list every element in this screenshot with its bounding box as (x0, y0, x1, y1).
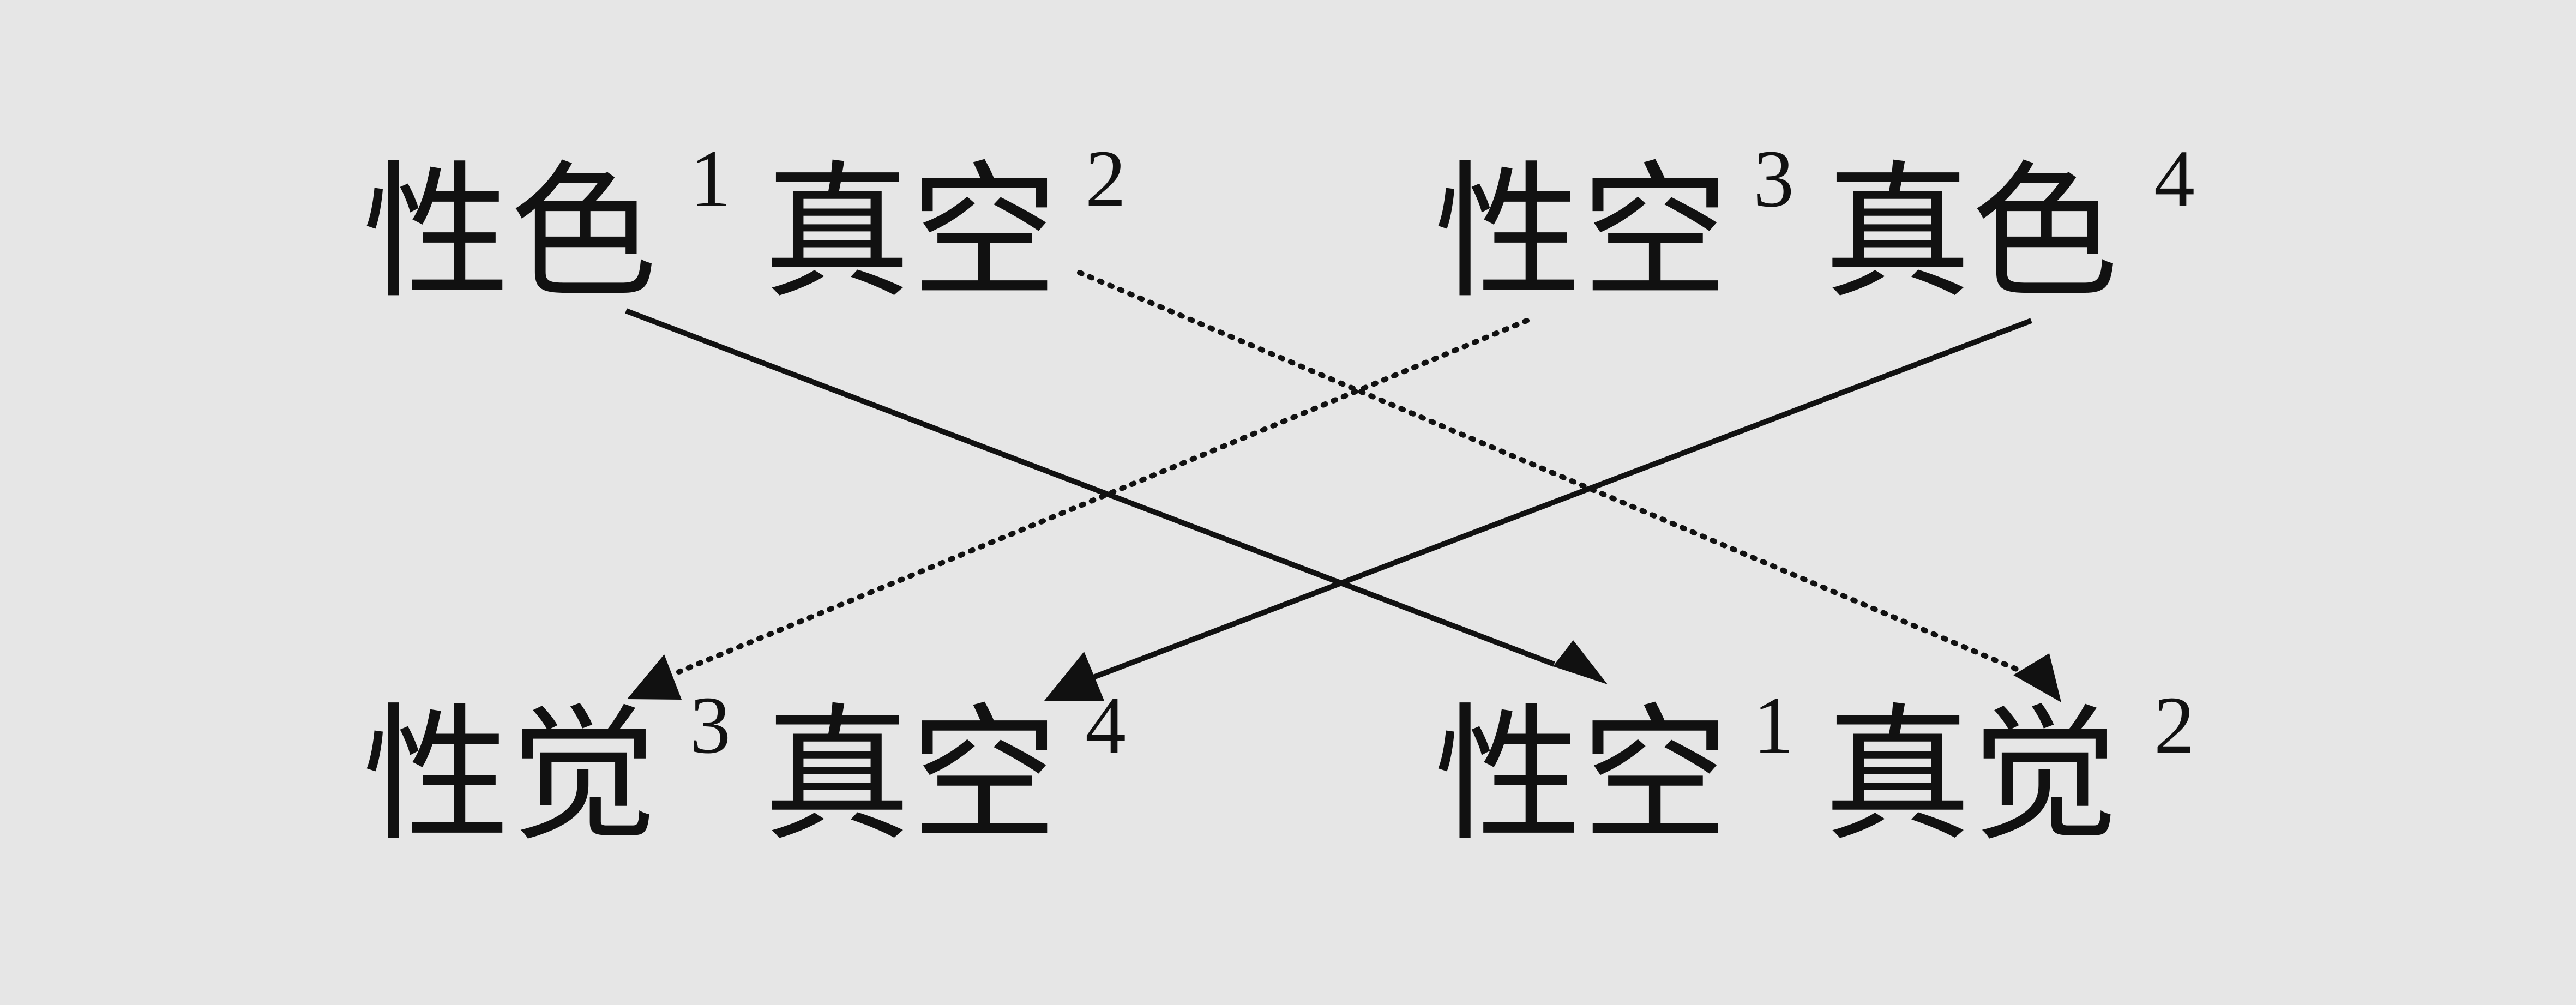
term-top-right-index2: 4 (2154, 134, 2195, 224)
arrow-3-to-3 (627, 318, 1530, 700)
arrow-4-to-4-line (1092, 318, 2032, 680)
term-top-left-index2: 2 (1085, 134, 1126, 224)
arrow-3-to-3-head-icon (627, 654, 682, 700)
term-top-right: 性空 3 真色 4 (1434, 134, 2195, 318)
arrow-2-to-2-head-icon (2013, 653, 2061, 702)
arrow-2-to-2-line (1077, 270, 2020, 672)
term-top-left-part2: 真空 (763, 147, 1058, 318)
term-top-left: 性色 1 真空 2 (363, 134, 1126, 318)
term-bottom-left: 性觉 3 真空 4 (363, 680, 1126, 861)
term-bottom-left-part2: 真空 (763, 689, 1058, 861)
term-bottom-left-index1: 3 (690, 680, 731, 771)
term-bottom-left-part1: 性觉 (363, 689, 657, 861)
term-bottom-right-index2: 2 (2154, 680, 2195, 771)
term-bottom-right: 性空 1 真觉 2 (1434, 680, 2195, 861)
arrow-1-to-1 (625, 308, 1608, 684)
arrow-4-to-4 (1044, 318, 2032, 701)
arrow-4-to-4-head-icon (1044, 652, 1104, 701)
arrow-1-to-1-head-icon (1553, 640, 1608, 684)
arrow-3-to-3-line (676, 318, 1530, 675)
arrow-2-to-2 (1077, 270, 2061, 702)
term-top-right-part1: 性空 (1434, 147, 1729, 318)
term-bottom-right-part1: 性空 (1434, 689, 1729, 861)
term-top-right-index1: 3 (1753, 134, 1794, 224)
term-bottom-right-part2: 真觉 (1824, 689, 2118, 861)
term-bottom-right-index1: 1 (1753, 680, 1794, 771)
term-top-left-index1: 1 (690, 134, 731, 224)
term-top-left-part1: 性色 (363, 147, 657, 318)
arrow-1-to-1-line (625, 308, 1555, 667)
term-top-right-part2: 真色 (1824, 147, 2118, 318)
